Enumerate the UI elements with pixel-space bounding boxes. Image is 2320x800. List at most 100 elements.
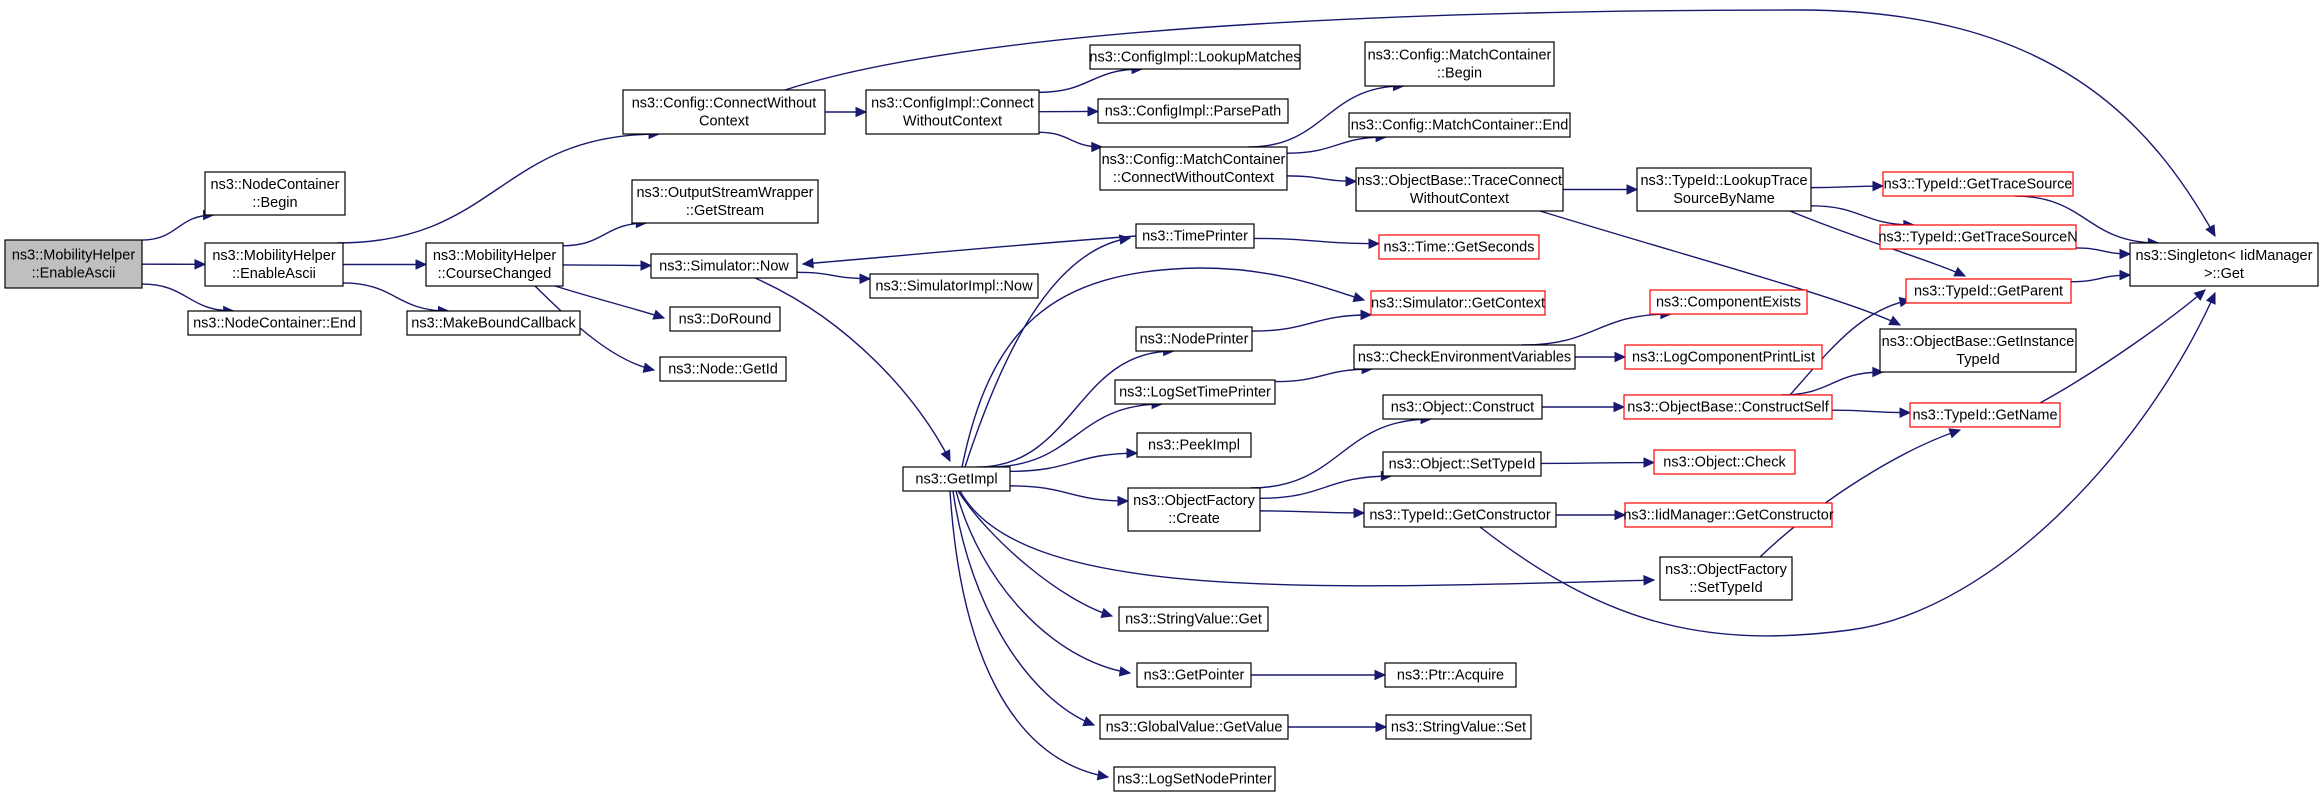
node-object-construct[interactable]: ns3::Object::Construct (1382, 394, 1543, 420)
node-globalvalue-getvalue[interactable]: ns3::GlobalValue::GetValue (1099, 714, 1289, 740)
node-box[interactable] (1114, 379, 1276, 405)
node-box[interactable] (1097, 98, 1289, 124)
node-logcomponentprintlist[interactable]: ns3::LogComponentPrintList (1624, 344, 1823, 370)
node-box[interactable] (869, 273, 1039, 299)
node-object-check[interactable]: ns3::Object::Check (1653, 449, 1796, 475)
node-box[interactable] (865, 89, 1040, 135)
node-box[interactable] (1624, 502, 1833, 528)
node-logsetnodeprinter[interactable]: ns3::LogSetNodePrinter (1113, 766, 1276, 792)
node-box[interactable] (1136, 662, 1252, 688)
node-box[interactable] (659, 356, 787, 382)
node-box[interactable] (1636, 167, 1812, 212)
node-box[interactable] (1905, 278, 2072, 304)
node-node-getid[interactable]: ns3::Node::GetId (659, 356, 787, 382)
node-outputstreamwrapper-getstream[interactable]: ns3::OutputStreamWrapper::GetStream (631, 179, 819, 224)
node-box[interactable] (1127, 487, 1261, 532)
node-box[interactable] (1659, 556, 1793, 601)
node-typeid-gettracesourcen[interactable]: ns3::TypeId::GetTraceSourceN (1878, 224, 2078, 250)
node-objectfactory-settypeid[interactable]: ns3::ObjectFactory::SetTypeId (1659, 556, 1793, 601)
node-simulator-now[interactable]: ns3::Simulator::Now (650, 253, 798, 279)
node-box[interactable] (1363, 502, 1557, 528)
node-box[interactable] (1382, 394, 1543, 420)
node-box[interactable] (650, 253, 798, 279)
node-box[interactable] (1099, 714, 1289, 740)
node-object-settypeid[interactable]: ns3::Object::SetTypeId (1382, 451, 1542, 477)
node-iidmanager-getconstructor[interactable]: ns3::IidManager::GetConstructor (1623, 502, 1834, 528)
node-typeid-gettracesource[interactable]: ns3::TypeId::GetTraceSource (1882, 171, 2074, 197)
node-box[interactable] (204, 242, 344, 287)
node-box[interactable] (1135, 223, 1255, 249)
node-box[interactable] (1879, 224, 2077, 250)
node-box[interactable] (1099, 146, 1288, 191)
node-time-getseconds[interactable]: ns3::Time::GetSeconds (1378, 234, 1540, 260)
node-box[interactable] (1118, 606, 1269, 632)
node-stringvalue-get[interactable]: ns3::StringValue::Get (1118, 606, 1269, 632)
node-stringvalue-set[interactable]: ns3::StringValue::Set (1385, 714, 1532, 740)
node-matchcontainer-begin[interactable]: ns3::Config::MatchContainer::Begin (1364, 41, 1555, 87)
node-box[interactable] (1113, 766, 1276, 792)
node-box[interactable] (1879, 328, 2077, 373)
node-box[interactable] (1135, 326, 1253, 352)
node-box[interactable] (1355, 167, 1564, 212)
node-typeid-getconstructor[interactable]: ns3::TypeId::GetConstructor (1363, 502, 1557, 528)
node-doround[interactable]: ns3::DoRound (669, 306, 781, 332)
node-checkenvironmentvariables[interactable]: ns3::CheckEnvironmentVariables (1353, 344, 1576, 370)
node-enableascii-root[interactable]: ns3::MobilityHelper::EnableAscii (4, 239, 143, 289)
node-box[interactable] (1882, 171, 2074, 197)
node-typeid-getname[interactable]: ns3::TypeId::GetName (1909, 402, 2061, 428)
node-box[interactable] (1624, 344, 1823, 370)
node-box[interactable] (1384, 662, 1517, 688)
node-box[interactable] (1385, 714, 1532, 740)
node-nodeprinter[interactable]: ns3::NodePrinter (1135, 326, 1253, 352)
node-typeid-getparent[interactable]: ns3::TypeId::GetParent (1905, 278, 2072, 304)
node-box[interactable] (1909, 402, 2061, 428)
node-nodecontainer-begin[interactable]: ns3::NodeContainer::Begin (204, 171, 346, 216)
node-box[interactable] (4, 239, 143, 289)
node-box[interactable] (902, 466, 1011, 492)
node-objectbase-constructself[interactable]: ns3::ObjectBase::ConstructSelf (1623, 394, 1833, 420)
node-box[interactable] (622, 89, 826, 135)
node-configimpl-parsepath[interactable]: ns3::ConfigImpl::ParsePath (1097, 98, 1289, 124)
node-box[interactable] (1370, 290, 1546, 316)
node-componentexists[interactable]: ns3::ComponentExists (1649, 289, 1808, 315)
node-getpointer[interactable]: ns3::GetPointer (1136, 662, 1252, 688)
node-box[interactable] (1353, 344, 1576, 370)
node-box[interactable] (1649, 289, 1808, 315)
node-simulatorimpl-now[interactable]: ns3::SimulatorImpl::Now (869, 273, 1039, 299)
node-makeboundcallback[interactable]: ns3::MakeBoundCallback (406, 310, 581, 336)
node-box[interactable] (1382, 451, 1542, 477)
node-mobilityhelper-coursechanged[interactable]: ns3::MobilityHelper::CourseChanged (425, 242, 564, 287)
node-configimpl-lookupmatches[interactable]: ns3::ConfigImpl::LookupMatches (1089, 44, 1301, 70)
node-box[interactable] (187, 310, 362, 336)
node-config-connectwithoutcontext[interactable]: ns3::Config::ConnectWithoutContext (622, 89, 826, 135)
node-mobilityhelper-enableascii[interactable]: ns3::MobilityHelper::EnableAscii (204, 242, 344, 287)
node-ptr-acquire[interactable]: ns3::Ptr::Acquire (1384, 662, 1517, 688)
node-timeprinter[interactable]: ns3::TimePrinter (1135, 223, 1255, 249)
node-logsettimeprinter[interactable]: ns3::LogSetTimePrinter (1114, 379, 1276, 405)
node-objectfactory-create[interactable]: ns3::ObjectFactory::Create (1127, 487, 1261, 532)
node-box[interactable] (1623, 394, 1833, 420)
node-getimpl[interactable]: ns3::GetImpl (902, 466, 1011, 492)
node-box[interactable] (669, 306, 781, 332)
node-box[interactable] (2129, 242, 2319, 287)
node-simulator-getcontext[interactable]: ns3::Simulator::GetContext (1370, 290, 1546, 316)
node-box[interactable] (1364, 41, 1555, 87)
node-box[interactable] (204, 171, 346, 216)
node-box[interactable] (1089, 44, 1301, 70)
node-box[interactable] (1348, 112, 1571, 138)
node-objectbase-traceconnectwithoutcontext[interactable]: ns3::ObjectBase::TraceConnectWithoutCont… (1355, 167, 1564, 212)
node-box[interactable] (631, 179, 819, 224)
node-configimpl-connectwithoutcontext[interactable]: ns3::ConfigImpl::ConnectWithoutContext (865, 89, 1040, 135)
node-box[interactable] (1378, 234, 1540, 260)
node-box[interactable] (1136, 432, 1252, 458)
node-box[interactable] (425, 242, 564, 287)
node-matchcontainer-connectwithoutcontext[interactable]: ns3::Config::MatchContainer::ConnectWith… (1099, 146, 1288, 191)
node-box[interactable] (406, 310, 581, 336)
node-nodecontainer-end[interactable]: ns3::NodeContainer::End (187, 310, 362, 336)
node-peekimpl[interactable]: ns3::PeekImpl (1136, 432, 1252, 458)
node-box[interactable] (1653, 449, 1796, 475)
node-singleton-get[interactable]: ns3::Singleton< IidManager>::Get (2129, 242, 2319, 287)
node-matchcontainer-end[interactable]: ns3::Config::MatchContainer::End (1348, 112, 1571, 138)
